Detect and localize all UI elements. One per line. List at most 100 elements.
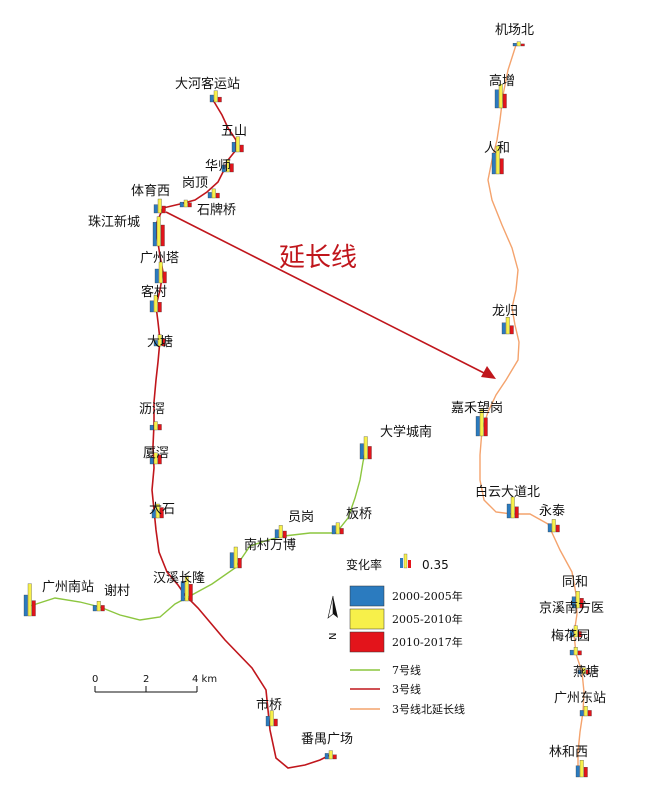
station-bar <box>520 43 525 47</box>
station-bar <box>328 750 333 760</box>
station-bar <box>367 446 372 460</box>
legend-period-1: 2000-2005年 <box>392 589 463 603</box>
station-bar <box>96 601 101 612</box>
station-glyph <box>151 503 164 519</box>
station-glyph <box>569 647 582 656</box>
station-bar <box>160 224 165 247</box>
station-bar <box>575 765 580 778</box>
station-label: 同和 <box>562 575 588 590</box>
legend-swatch-period-1 <box>349 585 385 607</box>
station-bar <box>153 340 158 347</box>
station-bar <box>183 199 188 208</box>
station-bar <box>149 300 154 313</box>
station-bar <box>149 456 154 465</box>
north-arrow-icon: N <box>327 595 339 640</box>
station-bar <box>149 424 154 431</box>
station-bar <box>331 525 336 535</box>
station-bar <box>575 591 580 609</box>
station-glyph <box>547 519 560 533</box>
station-label: 大塘 <box>147 334 173 350</box>
station-bar <box>324 753 329 760</box>
station-label: 京溪南方医 <box>539 600 604 616</box>
station-label: 谢村 <box>104 583 130 599</box>
station-bar <box>154 268 159 284</box>
station-glyph <box>265 710 278 727</box>
station-bar <box>153 421 158 431</box>
station-glyph <box>153 198 166 214</box>
station-bar <box>495 145 500 175</box>
station-bar <box>505 317 510 335</box>
station-glyph <box>23 583 36 617</box>
station-label: 广州东站 <box>554 691 606 706</box>
station-label: 机场北 <box>495 23 534 38</box>
legend-rate-glyph <box>400 553 411 569</box>
station-glyph <box>149 295 162 313</box>
station-glyph <box>575 760 588 778</box>
station-bar <box>92 605 97 612</box>
station-glyph <box>179 199 192 208</box>
station-label: 番禺广场 <box>301 732 353 747</box>
station-bar <box>153 204 158 214</box>
scale-tick-0: 0 <box>92 674 98 685</box>
station-bar <box>211 188 216 199</box>
station-bar <box>579 598 584 609</box>
station-bar <box>581 667 586 675</box>
station-bar <box>491 152 496 175</box>
station-label: 石牌桥 <box>197 202 236 218</box>
station-bar <box>237 558 242 569</box>
legend-line-7: 7号线 <box>392 663 421 677</box>
station-glyph <box>180 575 193 602</box>
station-bar <box>501 322 506 335</box>
station-bar <box>184 575 189 602</box>
station-bar <box>569 629 574 638</box>
station-glyph <box>209 90 222 103</box>
station-bar <box>510 496 515 519</box>
station-label: 林和西 <box>549 745 588 760</box>
station-bar <box>161 205 166 214</box>
station-bar <box>494 89 499 109</box>
station-bar <box>217 96 222 103</box>
extension-arrow <box>165 211 496 379</box>
station-glyph <box>359 436 372 460</box>
station-bar <box>506 503 511 519</box>
station-glyph <box>229 546 242 569</box>
station-glyph <box>501 317 514 335</box>
station-bar <box>229 552 234 569</box>
station-bar <box>100 605 105 612</box>
station-bar <box>569 649 574 656</box>
station-bar <box>159 507 164 519</box>
station-glyph <box>153 334 166 347</box>
station-glyph <box>154 261 167 284</box>
legend-period-2: 2005-2010年 <box>392 612 463 626</box>
station-label: 大学城南 <box>380 424 432 440</box>
station-bar <box>577 650 582 656</box>
station-bar <box>231 142 236 153</box>
svg-text:N: N <box>328 633 339 640</box>
line-3-path <box>151 99 331 769</box>
station-bar <box>335 522 340 535</box>
station-glyph <box>571 591 584 609</box>
station-bar <box>235 136 240 153</box>
station-bar <box>207 192 212 199</box>
station-bar <box>229 163 234 173</box>
station-bar <box>583 706 588 717</box>
station-bar <box>27 583 32 617</box>
station-bar <box>278 525 283 539</box>
station-bar <box>153 452 158 465</box>
station-bar <box>509 325 514 335</box>
station-bar <box>155 503 160 519</box>
station-bar <box>498 84 503 109</box>
station-bar <box>188 584 193 602</box>
station-bar <box>587 710 592 717</box>
station-bar <box>502 93 507 109</box>
station-label: 体育西 <box>131 183 170 199</box>
station-label-layer: 大河客运站五山华师岗顶石牌桥体育西珠江新城广州塔客村大塘沥滘厦滘大石汉溪长隆市桥… <box>42 23 606 760</box>
station-glyph <box>149 421 162 431</box>
legend: 变化率 0.35 2000-2005年 2005-2010年 2010-2017… <box>346 553 465 716</box>
station-bar <box>363 436 368 460</box>
station-bar <box>152 222 157 247</box>
station-bar <box>157 454 162 465</box>
station-label: 广州南站 <box>42 579 94 595</box>
station-glyph <box>207 188 220 199</box>
station-bar <box>187 202 192 208</box>
